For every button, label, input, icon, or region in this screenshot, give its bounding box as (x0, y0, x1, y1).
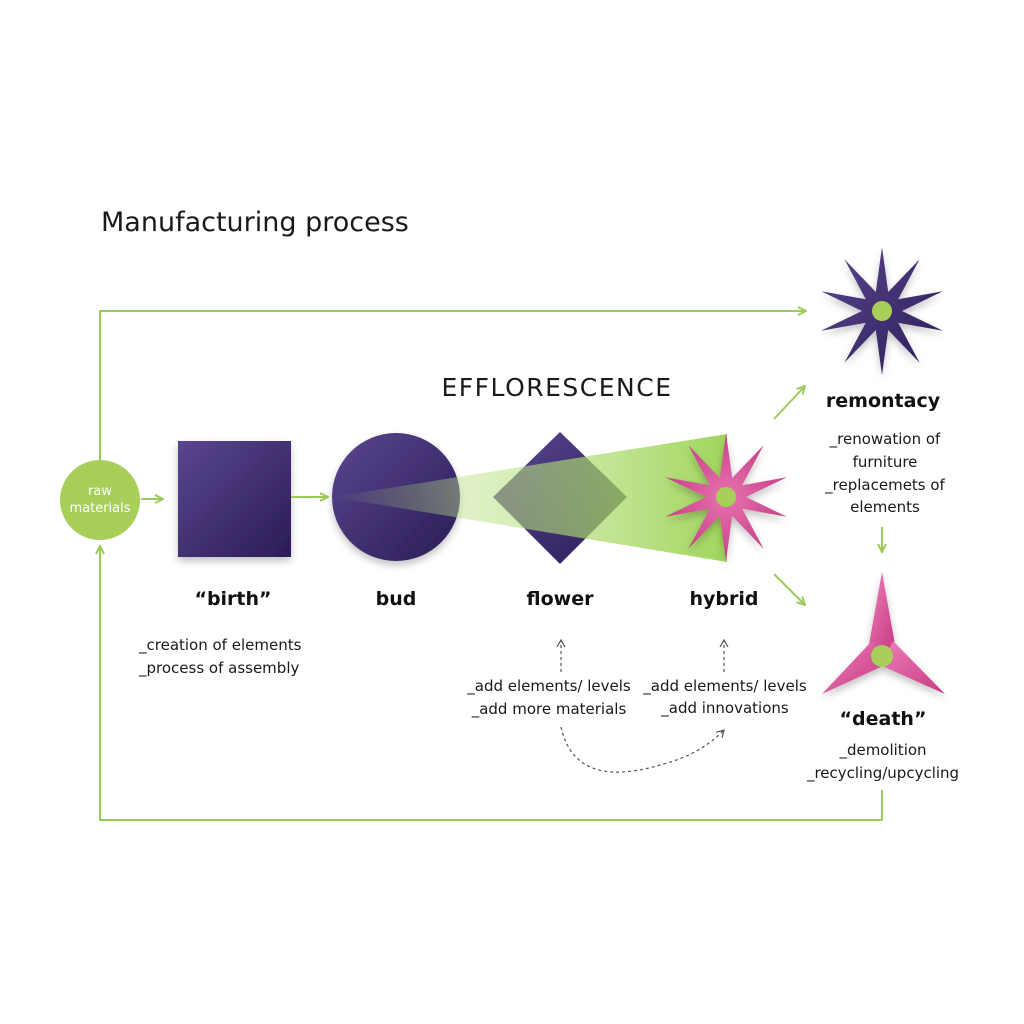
note-remontacy-1: _renowation of (829, 430, 941, 449)
raw-materials-label-1: raw (88, 484, 112, 499)
dashed-curve-arrow (560, 726, 725, 773)
loop-line-top (99, 311, 806, 462)
note-hybrid-2: _add innovations (660, 699, 789, 718)
tri-petal-icon (822, 572, 945, 694)
stage-label-flower: flower (527, 588, 595, 610)
stage-label-bud: bud (376, 588, 417, 610)
note-hybrid-1: _add elements/ levels (642, 677, 807, 696)
note-birth-1: _creation of elements (138, 636, 302, 655)
page-title: Manufacturing process (101, 207, 409, 238)
purple-star-icon (821, 247, 943, 375)
note-birth-2: _process of assembly (138, 659, 299, 678)
note-remontacy-2: furniture (853, 453, 918, 471)
loop-line-bottom (100, 546, 883, 821)
efflorescence-label: EFFLORESCENCE (441, 373, 672, 402)
raw-materials-node: raw materials (60, 460, 140, 540)
note-remontacy-4: elements (850, 498, 920, 516)
note-flower-1: _add elements/ levels (466, 677, 631, 696)
efflorescence-beam (333, 434, 727, 562)
square-shape (178, 441, 291, 557)
note-death-1: _demolition (838, 741, 926, 760)
stage-label-hybrid: hybrid (690, 588, 759, 610)
raw-materials-label-2: materials (69, 501, 130, 516)
note-death-2: _recycling/upcycling (806, 764, 959, 783)
note-flower-2: _add more materials (471, 700, 627, 719)
note-remontacy-3: _replacemets of (824, 476, 945, 495)
stage-label-birth: “birth” (194, 588, 271, 610)
stage-label-remontacy: remontacy (826, 390, 941, 412)
pink-star-icon (665, 433, 787, 561)
stage-label-death: “death” (840, 708, 927, 730)
arrow-hybrid-to-remontacy (773, 386, 805, 420)
arrow-hybrid-to-death (773, 573, 805, 605)
